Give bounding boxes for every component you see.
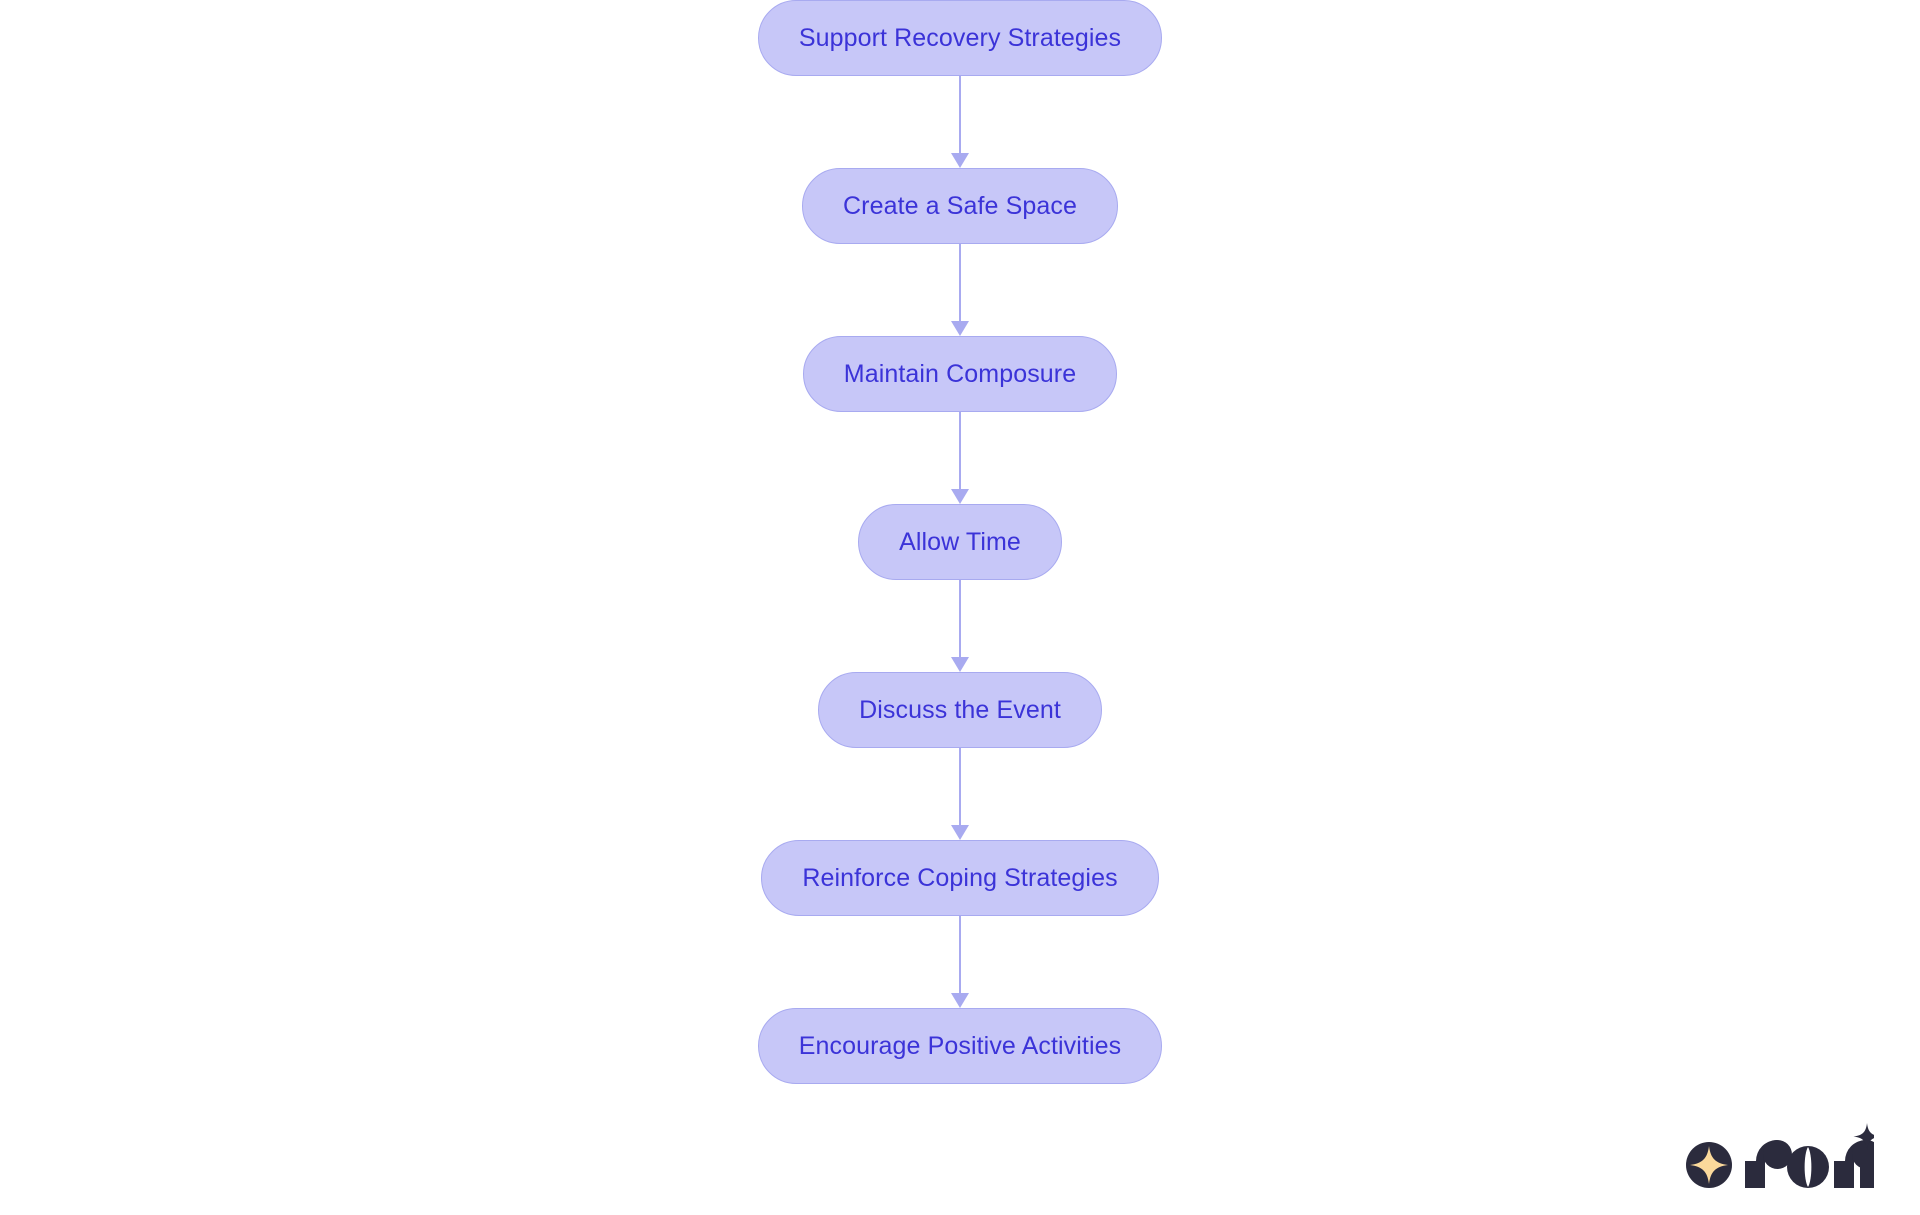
- flow-node-discuss-the-event[interactable]: Discuss the Event: [818, 672, 1102, 748]
- edge-line: [958, 748, 962, 826]
- flow-node-label: Discuss the Event: [859, 695, 1061, 724]
- flow-edge-n1-n2: [947, 76, 973, 168]
- star-in-circle-icon: [1686, 1142, 1732, 1188]
- flow-edge-n3-n4: [947, 412, 973, 504]
- edge-line: [958, 916, 962, 994]
- rori-letter-i: [1860, 1165, 1874, 1188]
- flow-node-label: Support Recovery Strategies: [798, 23, 1122, 52]
- flow-node-reinforce-coping-strategies[interactable]: Reinforce Coping Strategies: [761, 840, 1159, 916]
- arrow-down-icon: [951, 993, 969, 1008]
- arrow-down-icon: [951, 825, 969, 840]
- flow-edge-n6-n7: [947, 916, 973, 1008]
- arrow-down-icon: [951, 657, 969, 672]
- flow-node-maintain-composure[interactable]: Maintain Composure: [802, 336, 1118, 412]
- flow-node-support-recovery-strategies[interactable]: Support Recovery Strategies: [757, 0, 1163, 76]
- flow-node-label: Allow Time: [899, 527, 1021, 556]
- flow-node-label: Create a Safe Space: [843, 191, 1077, 220]
- flow-node-label: Reinforce Coping Strategies: [802, 863, 1118, 892]
- edge-line: [958, 244, 962, 322]
- rori-letter-o: [1787, 1146, 1829, 1188]
- flow-node-label: Encourage Positive Activities: [798, 1031, 1122, 1060]
- flow-edge-n2-n3: [947, 244, 973, 336]
- flow-edge-n4-n5: [947, 580, 973, 672]
- flow-node-encourage-positive-activities[interactable]: Encourage Positive Activities: [757, 1008, 1163, 1084]
- rori-logo-graphic: [1686, 1123, 1874, 1188]
- sparkle-star-icon: [1853, 1123, 1874, 1150]
- rori-letter-r-2: [1834, 1140, 1874, 1188]
- flowchart-node-column: Support Recovery Strategies Create a Saf…: [757, 0, 1163, 1084]
- arrow-down-icon: [951, 489, 969, 504]
- flow-node-allow-time[interactable]: Allow Time: [858, 504, 1062, 580]
- edge-line: [958, 76, 962, 154]
- flow-node-label: Maintain Composure: [843, 359, 1077, 388]
- flow-node-create-a-safe-space[interactable]: Create a Safe Space: [802, 168, 1118, 244]
- edge-line: [958, 412, 962, 490]
- rori-logo: [1684, 1121, 1874, 1193]
- edge-line: [958, 580, 962, 658]
- rori-letter-r-1: [1745, 1140, 1792, 1188]
- flow-edge-n5-n6: [947, 748, 973, 840]
- arrow-down-icon: [951, 321, 969, 336]
- arrow-down-icon: [951, 153, 969, 168]
